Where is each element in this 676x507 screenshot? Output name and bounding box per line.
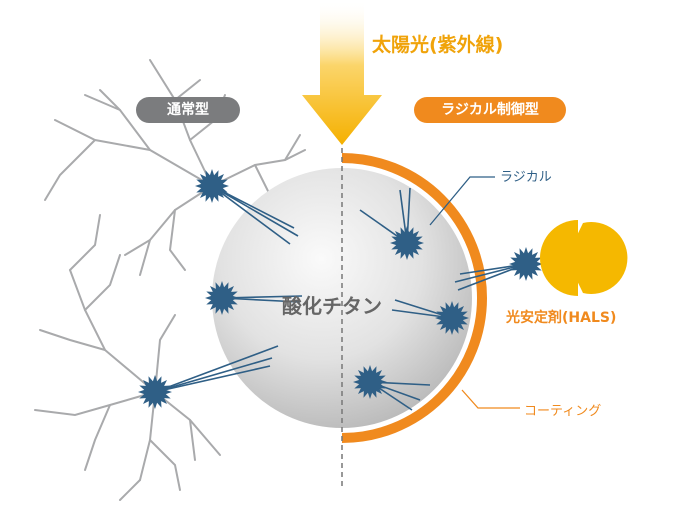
coating-label: コーティング <box>524 404 602 419</box>
radical-label: ラジカル <box>500 170 552 185</box>
sunlight-label: 太陽光(紫外線) <box>372 34 504 56</box>
radical-burst-icon <box>353 365 387 399</box>
hals-pacman-body <box>566 222 628 294</box>
radical-control-label: ラジカル制御型 <box>441 102 539 118</box>
titanium-oxide-label: 酸化チタン <box>282 294 382 318</box>
radical-burst-icon <box>390 226 424 260</box>
radical-burst-icon <box>138 375 172 409</box>
radical-control-pill <box>414 97 566 123</box>
normal-type-pill <box>136 97 240 123</box>
hals-label: 光安定剤(HALS) <box>506 310 617 326</box>
crack-lines <box>34 59 306 501</box>
radical-rays <box>154 185 527 411</box>
radical-leader-line <box>429 176 495 226</box>
radical-burst-icon <box>195 169 229 203</box>
radical-burst-icon <box>205 281 239 315</box>
coating-leader-line <box>461 389 520 409</box>
radical-burst-icon <box>509 247 543 281</box>
radical-bursts <box>138 169 543 409</box>
coating-arc <box>341 153 487 443</box>
normal-type-label: 通常型 <box>167 102 209 118</box>
sunlight-arrow <box>302 0 382 145</box>
radical-burst-icon <box>435 301 469 335</box>
hals-pacman-icon <box>540 220 578 296</box>
